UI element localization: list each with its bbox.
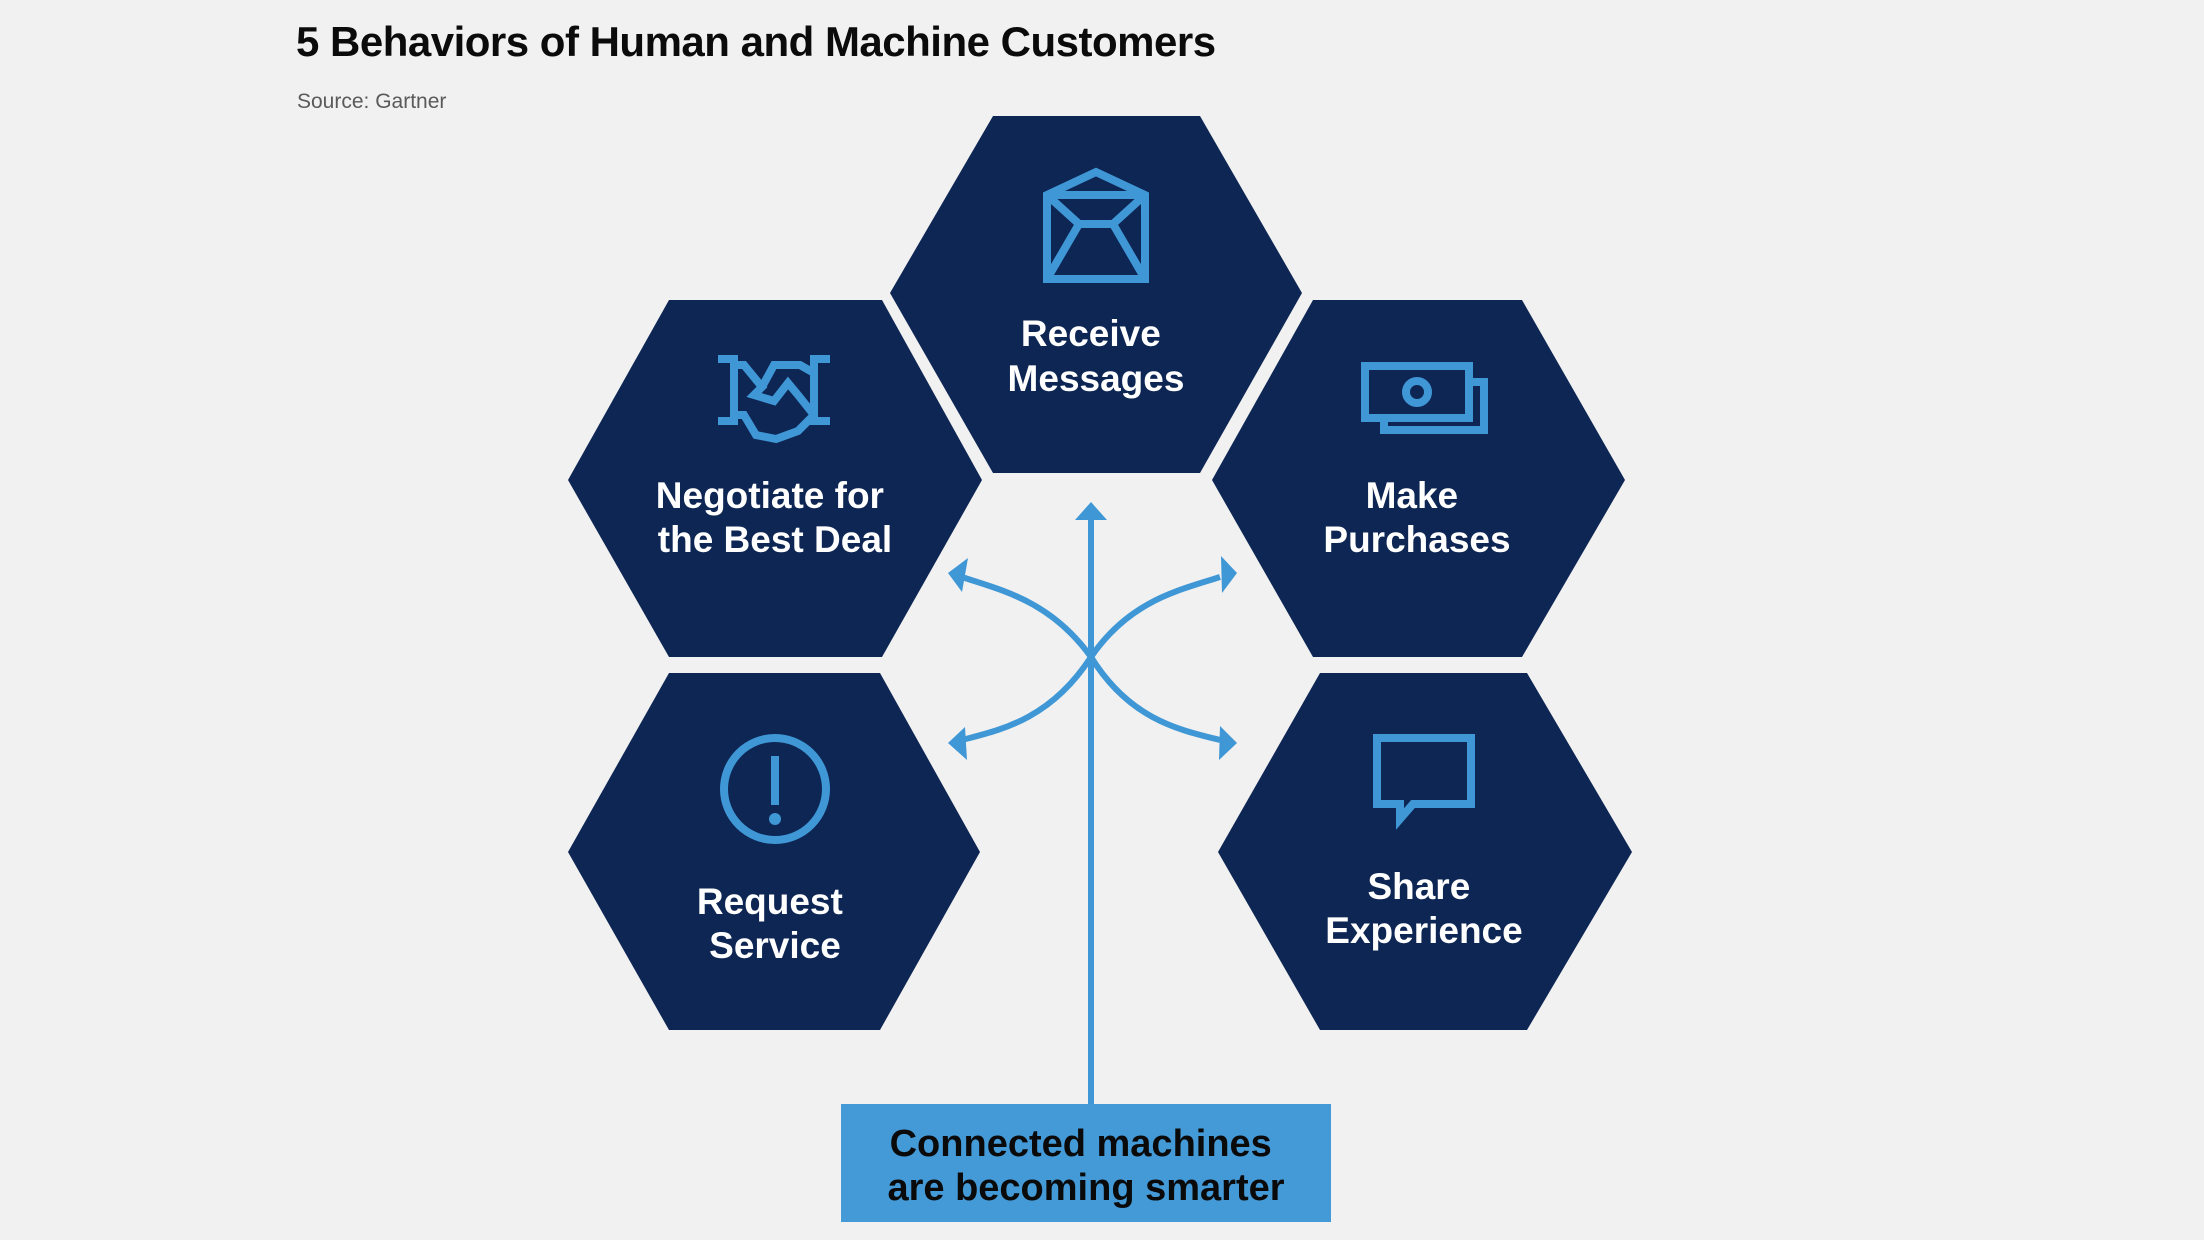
callout-box: Connected machines are becoming smarter bbox=[841, 1104, 1331, 1222]
hexagon-label: Receive Messages bbox=[1008, 313, 1185, 399]
hexagon-share-experience: Share Experience bbox=[1218, 673, 1632, 1030]
arrowhead-lower-left bbox=[948, 727, 967, 760]
hexagon-shape bbox=[1212, 300, 1625, 657]
handshake-icon bbox=[718, 355, 830, 444]
arrows bbox=[948, 502, 1237, 1104]
exclamation-circle-icon bbox=[720, 734, 830, 844]
arrow-upper-left bbox=[961, 574, 1094, 659]
hexagon-shape bbox=[1218, 673, 1632, 1030]
callout-background bbox=[841, 1104, 1331, 1222]
hexagon-negotiate: Negotiate for the Best Deal bbox=[568, 300, 982, 657]
hexagon-label: Make Purchases bbox=[1323, 475, 1510, 560]
hexagon-label: Share Experience bbox=[1325, 866, 1522, 951]
arrow-upper-right bbox=[1088, 574, 1221, 659]
arrow-lower-right bbox=[1088, 655, 1221, 743]
hexagon-shape bbox=[568, 300, 982, 657]
arrowhead-upper-right bbox=[1221, 556, 1237, 593]
hexagon-receive-messages: Receive Messages bbox=[890, 116, 1302, 473]
arrow-lower-left bbox=[961, 655, 1094, 743]
open-envelope-icon bbox=[1043, 167, 1149, 283]
hexagon-label: Negotiate for the Best Deal bbox=[656, 475, 894, 560]
arrowhead-upper-left bbox=[948, 558, 968, 592]
hexagon-request-service: Request Service bbox=[568, 673, 980, 1030]
callout-label: Connected machines are becoming smarter bbox=[887, 1123, 1284, 1209]
money-bills-icon bbox=[1361, 362, 1488, 434]
hexagon-label: Request Service bbox=[697, 881, 853, 966]
hexagon-shape bbox=[568, 673, 980, 1030]
page-title: 5 Behaviors of Human and Machine Custome… bbox=[296, 18, 1216, 65]
hexagon-shape bbox=[890, 116, 1302, 473]
speech-bubble-icon bbox=[1373, 734, 1475, 830]
hexagon-make-purchases: Make Purchases bbox=[1212, 300, 1625, 657]
source-caption: Source: Gartner bbox=[297, 90, 447, 113]
arrowhead-up bbox=[1075, 502, 1107, 520]
arrowhead-lower-right bbox=[1219, 726, 1237, 760]
